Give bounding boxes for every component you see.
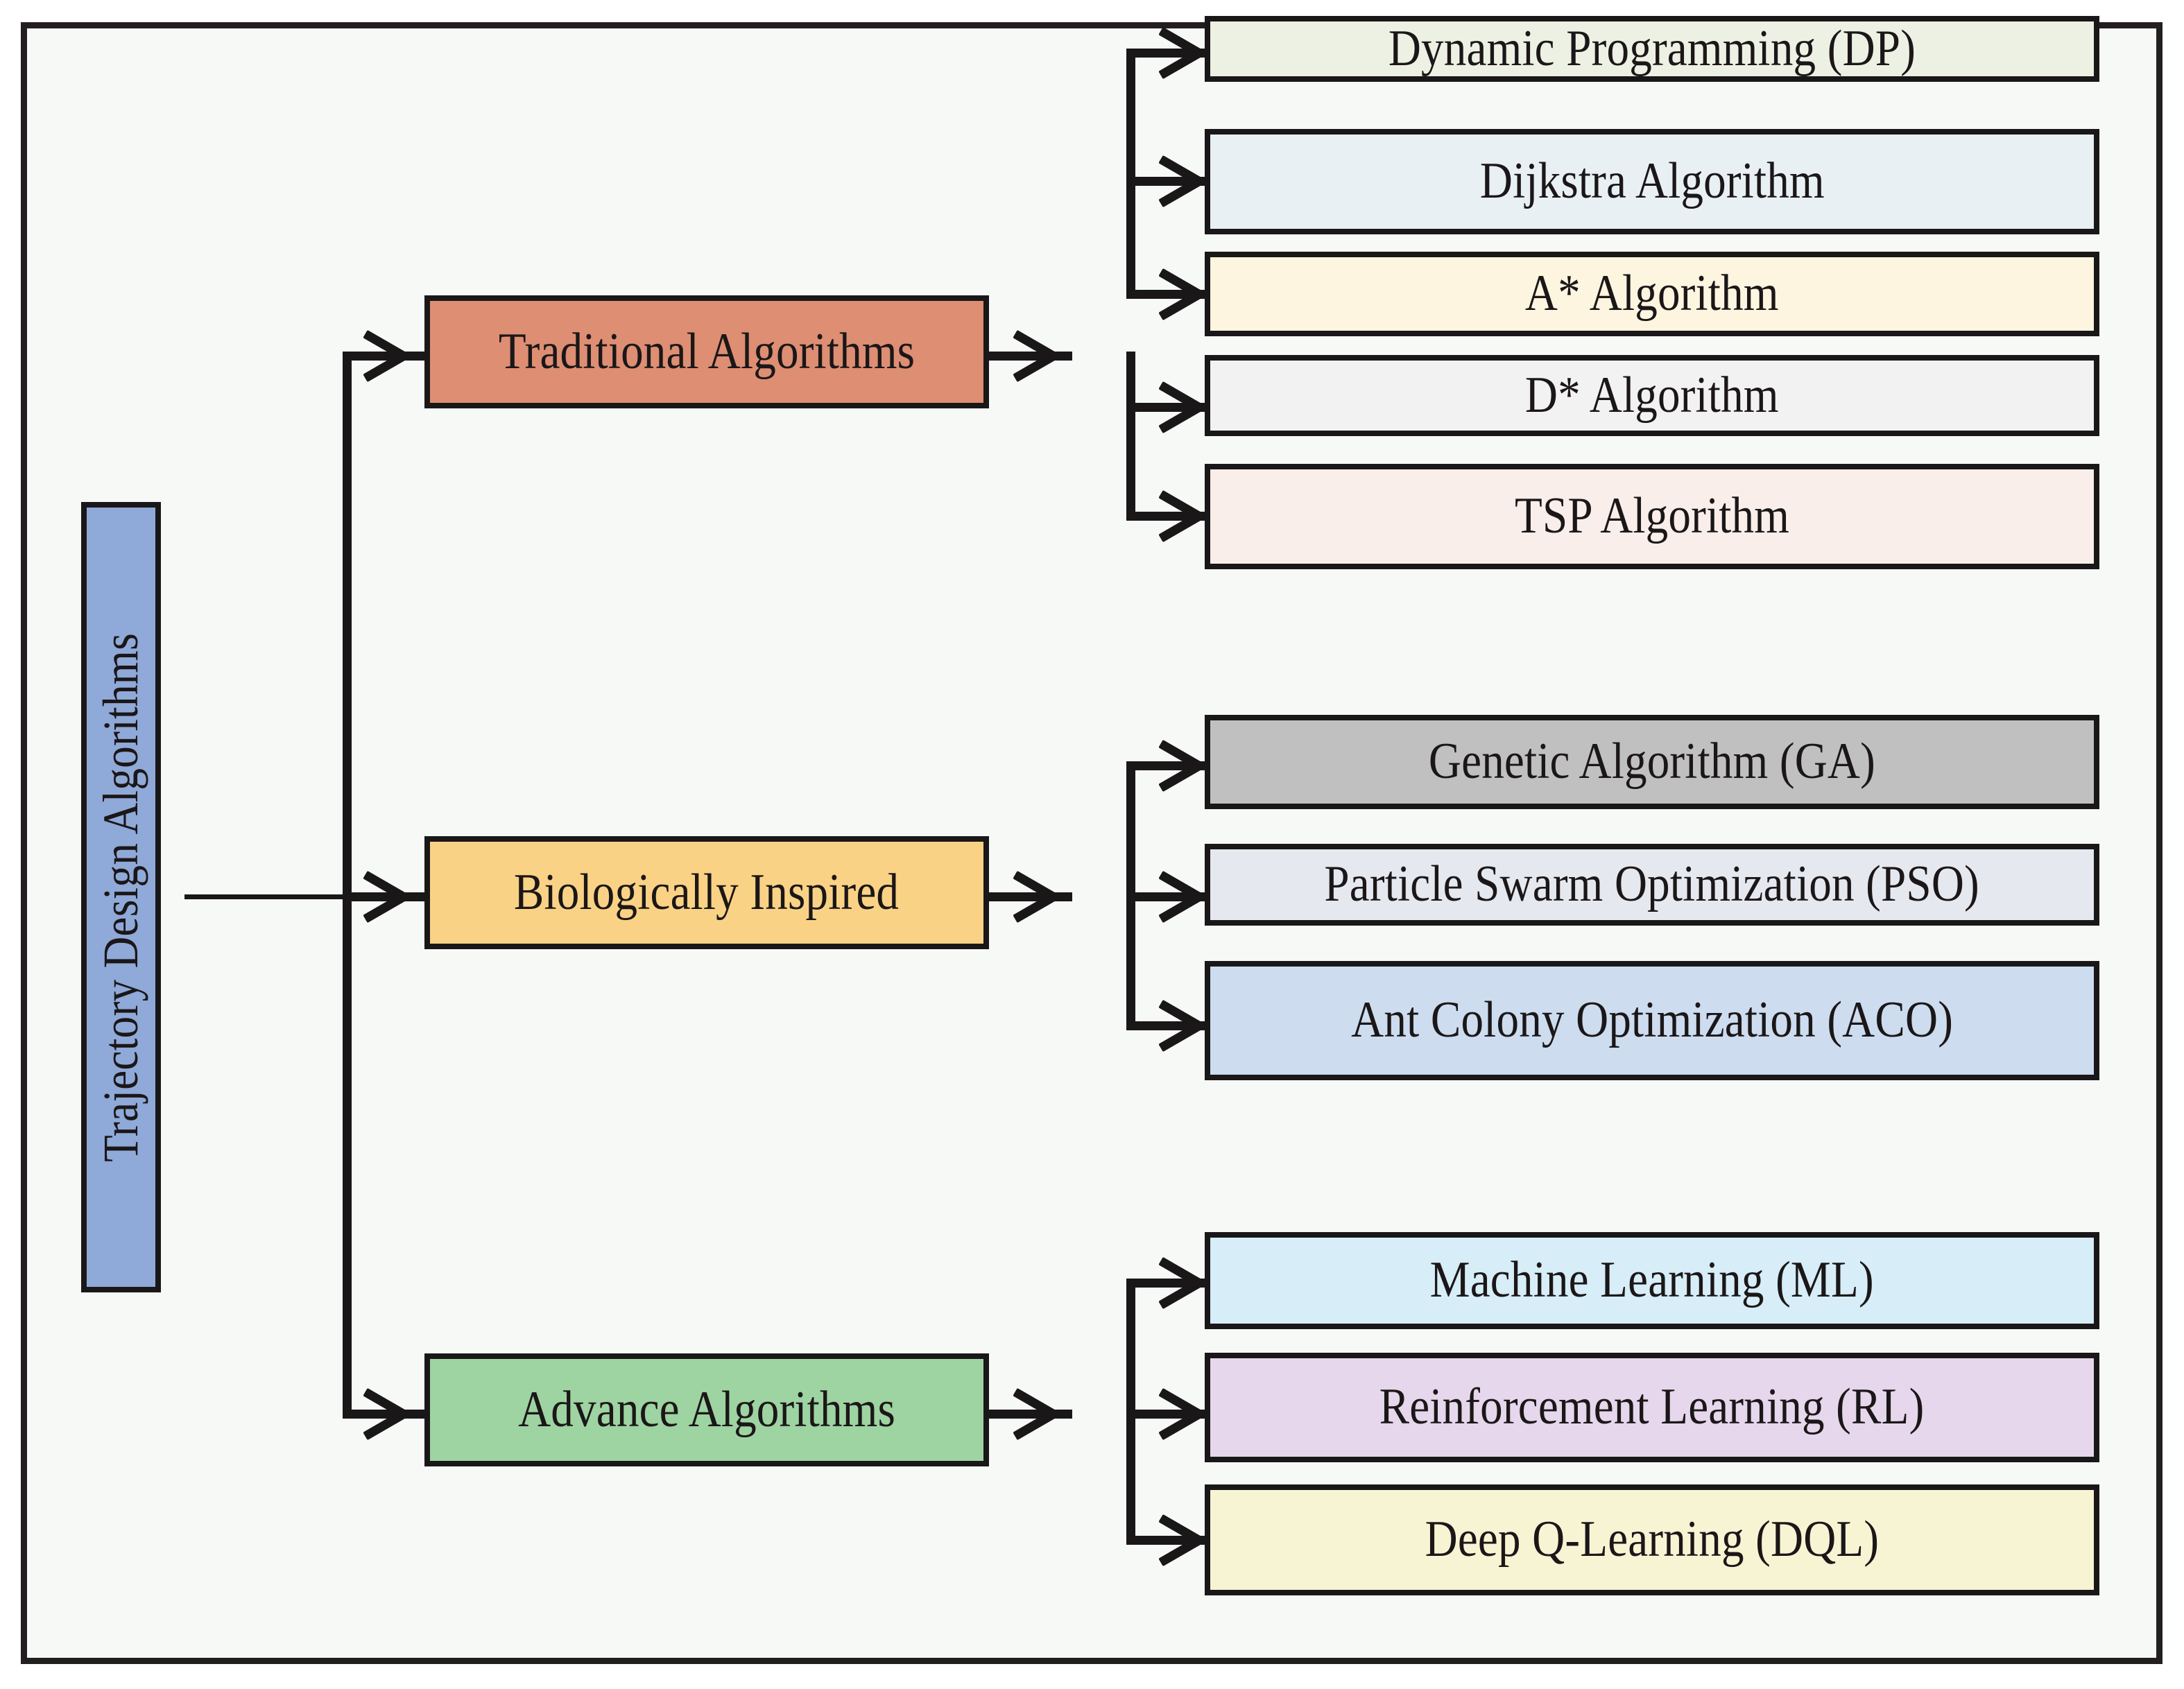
connector-trunk-to-traditional bbox=[343, 352, 424, 361]
leaf-node-label: A* Algorithm bbox=[1525, 265, 1779, 322]
connector-biological-b2 bbox=[1126, 892, 1230, 901]
connector-trunk-to-advance bbox=[343, 1410, 424, 1419]
diagram-frame: Trajectory Design Algorithms Traditional… bbox=[21, 16, 2162, 1664]
leaf-node-label: Genetic Algorithm (GA) bbox=[1428, 733, 1876, 790]
connector-advance-b3 bbox=[1126, 1536, 1230, 1545]
connector-traditional-b2 bbox=[1126, 177, 1230, 186]
connector-traditional-out bbox=[989, 352, 1072, 361]
root-node-trajectory-design-algorithms[interactable]: Trajectory Design Algorithms bbox=[81, 502, 161, 1292]
leaf-node-machine-learning[interactable]: Machine Learning (ML) bbox=[1205, 1232, 2099, 1329]
connector-advance-out bbox=[989, 1410, 1072, 1419]
leaf-node-label: TSP Algorithm bbox=[1514, 487, 1790, 545]
connector-trunk-to-biological bbox=[343, 892, 424, 901]
connector-traditional-b5 bbox=[1126, 512, 1230, 521]
leaf-node-reinforcement-learning[interactable]: Reinforcement Learning (RL) bbox=[1205, 1353, 2099, 1462]
connector-biological-b1 bbox=[1126, 761, 1230, 770]
connector-traditional-b1 bbox=[1126, 49, 1230, 58]
leaf-node-particle-swarm-optimization[interactable]: Particle Swarm Optimization (PSO) bbox=[1205, 844, 2099, 926]
leaf-node-label: Reinforcement Learning (RL) bbox=[1379, 1378, 1925, 1436]
category-node-traditional-algorithms[interactable]: Traditional Algorithms bbox=[424, 295, 989, 408]
connector-traditional-b4 bbox=[1126, 403, 1230, 412]
connector-biological-out bbox=[989, 892, 1072, 901]
connector-advance-b1 bbox=[1126, 1279, 1230, 1288]
category-node-label: Traditional Algorithms bbox=[498, 322, 915, 380]
leaf-node-d-star-algorithm[interactable]: D* Algorithm bbox=[1205, 355, 2099, 436]
connector-advance-b2 bbox=[1126, 1410, 1230, 1419]
leaf-node-tsp-algorithm[interactable]: TSP Algorithm bbox=[1205, 464, 2099, 569]
category-node-label: Advance Algorithms bbox=[518, 1380, 895, 1438]
category-node-advance-algorithms[interactable]: Advance Algorithms bbox=[424, 1353, 989, 1466]
connector-root-trunk bbox=[343, 352, 352, 1419]
leaf-node-label: D* Algorithm bbox=[1525, 366, 1779, 424]
leaf-node-label: Dijkstra Algorithm bbox=[1479, 153, 1825, 210]
leaf-node-dijkstra-algorithm[interactable]: Dijkstra Algorithm bbox=[1205, 129, 2099, 234]
connector-traditional-b3 bbox=[1126, 290, 1230, 299]
leaf-node-label: Ant Colony Optimization (ACO) bbox=[1351, 991, 1953, 1049]
connector-root-stub bbox=[184, 894, 347, 899]
category-node-label: Biologically Inspired bbox=[514, 863, 900, 921]
leaf-node-label: Dynamic Programming (DP) bbox=[1388, 19, 1916, 77]
leaf-node-label: Particle Swarm Optimization (PSO) bbox=[1324, 856, 1980, 913]
leaf-node-genetic-algorithm[interactable]: Genetic Algorithm (GA) bbox=[1205, 715, 2099, 809]
leaf-node-label: Machine Learning (ML) bbox=[1429, 1251, 1875, 1309]
connector-traditional-trunk bbox=[1126, 49, 1135, 298]
leaf-node-label: Deep Q-Learning (DQL) bbox=[1425, 1511, 1880, 1568]
leaf-node-deep-q-learning[interactable]: Deep Q-Learning (DQL) bbox=[1205, 1484, 2099, 1595]
root-node-label: Trajectory Design Algorithms bbox=[92, 632, 148, 1162]
connector-traditional-trunk-lower bbox=[1126, 352, 1135, 521]
leaf-node-ant-colony-optimization[interactable]: Ant Colony Optimization (ACO) bbox=[1205, 961, 2099, 1080]
leaf-node-a-star-algorithm[interactable]: A* Algorithm bbox=[1205, 252, 2099, 336]
category-node-biologically-inspired[interactable]: Biologically Inspired bbox=[424, 836, 989, 949]
leaf-node-dynamic-programming[interactable]: Dynamic Programming (DP) bbox=[1205, 16, 2099, 82]
connector-biological-b3 bbox=[1126, 1021, 1230, 1030]
